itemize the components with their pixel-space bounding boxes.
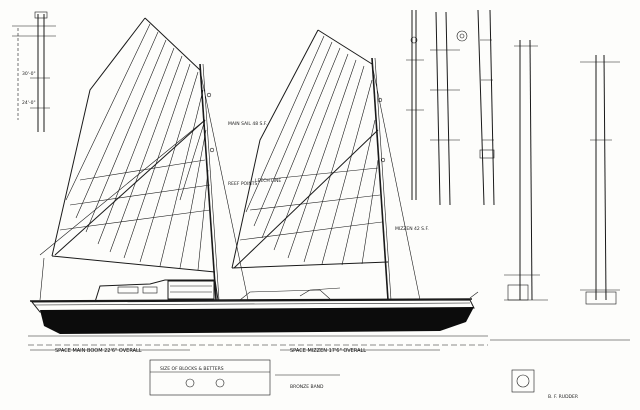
hull-topsides [30,299,475,313]
mizzen-boom-dimension: SPACE MIZZEN 17'6" OVERALL [290,348,366,354]
blocks-note: SIZE OF BLOCKS & BETTERS [160,366,224,372]
spar-detail-mast-1 [406,10,424,200]
hull-bottom [40,307,474,334]
mainsail-note: MAIN SAIL 48 S.F. [228,121,267,127]
hull [29,257,479,334]
spar-detail-mast-3 [477,9,495,206]
svg-text:30'-0": 30'-0" [22,71,36,77]
main-luff [144,17,201,71]
mizzen-sail: MIZZEN 42 S.F. LEECH LINE [231,29,429,301]
main-mast [199,63,217,301]
band-note: BRONZE BAND [290,384,324,390]
signature: B. F. RUDDER [548,394,578,400]
mizzen-mast [371,57,389,301]
mizzen-sprit [233,129,379,269]
main-boom-dimension: SPACE MAIN BOOM 22'6" OVERALL [55,348,142,354]
mainsail: MAIN SAIL 48 S.F. REEF POINTS [39,17,267,301]
main-sprit [54,119,206,256]
mizzen-note: MIZZEN 42 S.F. [395,226,429,232]
cabin-trunk [167,280,215,300]
main-leech [51,17,146,257]
spar-detail-mast-2 [430,11,468,206]
svg-text:24'-0": 24'-0" [22,100,36,106]
block-details: SIZE OF BLOCKS & BETTERS BRONZE BAND B. … [149,359,578,400]
section-detail-right [490,39,630,341]
spar-detail-left: 30'-0" 24'-0" [12,11,56,132]
leech-note: LEECH LINE [255,178,281,184]
reef-note: REEF POINTS [228,181,258,187]
waterline: SPACE MAIN BOOM 22'6" OVERALL SPACE MIZZ… [28,335,488,354]
